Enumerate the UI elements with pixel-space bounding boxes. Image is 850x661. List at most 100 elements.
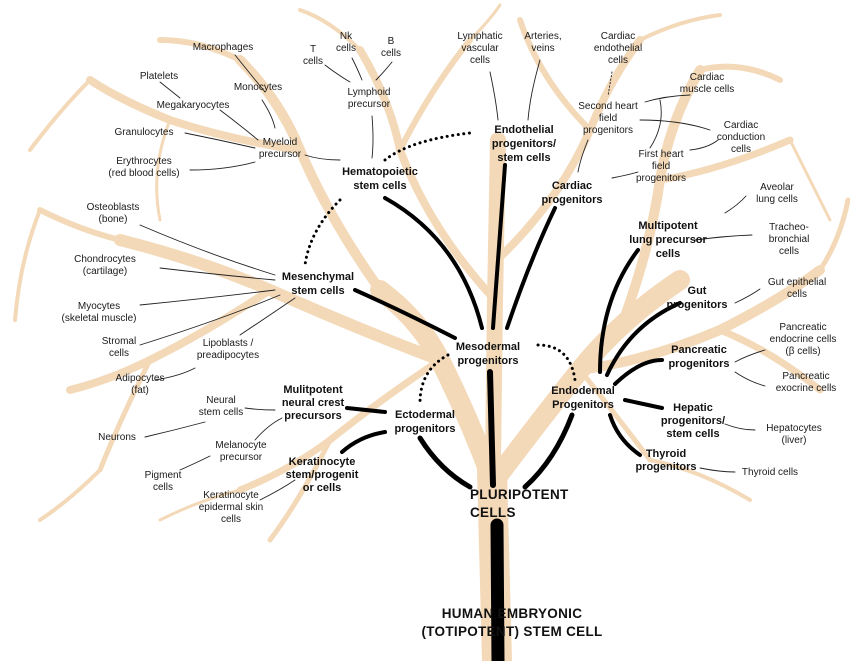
label-line: stem cells	[199, 407, 243, 418]
label-line: Thyroid cells	[742, 467, 798, 478]
label-line: bronchial	[769, 234, 810, 245]
label-line: First heart	[638, 149, 683, 160]
label-line: Progenitors	[552, 399, 614, 411]
label-line: cells	[731, 144, 751, 155]
mesodermal-to-cardiac-line	[505, 206, 557, 330]
tree-silhouette	[13, 3, 850, 661]
label-line: cells	[153, 482, 173, 493]
totipotent-label: HUMAN EMBRYONIC(TOTIPOTENT) STEM CELL	[421, 606, 602, 639]
adipocytes-label: Adipocytes(fat)	[116, 373, 165, 396]
label-line: Cardiac	[601, 31, 635, 42]
platelets-label: Platelets	[140, 71, 178, 82]
platelets-connector	[159, 81, 181, 99]
endodermal-to-thyroid-line	[608, 413, 642, 457]
mesodermal-to-endothelial-line	[491, 163, 507, 330]
label-line: progenitors	[636, 173, 686, 184]
neural-stem-connector	[244, 407, 276, 411]
label-line: Neural	[206, 395, 235, 406]
label-line: cells	[779, 246, 799, 257]
label-line: (TOTIPOTENT) STEM CELL	[421, 624, 602, 639]
label-line: endocrine cells	[770, 334, 837, 345]
hematopoietic-to-endothelial-dots	[383, 131, 472, 162]
neurons-label: Neurons	[98, 432, 136, 443]
cardiac-cross-connector-b	[689, 139, 719, 151]
mesodermal-to-endodermal-dots	[536, 343, 577, 382]
label-line: Adipocytes	[116, 373, 165, 384]
label-line: progenitors	[668, 358, 729, 370]
label-line: cells	[656, 248, 680, 260]
pancreatic-endocrine-connector	[734, 349, 766, 363]
cardiac-muscle-connector	[644, 94, 691, 103]
label-line: precursors	[284, 410, 341, 422]
label-line: Endothelial	[494, 124, 553, 136]
label-line: Mesodermal	[456, 341, 520, 353]
label-line: cells	[470, 55, 490, 66]
label-line: precursor	[348, 99, 391, 110]
myocytes-label: Myocytes(skeletal muscle)	[61, 301, 136, 324]
label-line: progenitors	[635, 461, 696, 473]
label-line: Mulitpotent	[283, 384, 343, 396]
label-line: cells	[787, 289, 807, 300]
label-line: endothelial	[594, 43, 642, 54]
label-line: Pancreatic	[779, 322, 826, 333]
label-line: CELLS	[470, 505, 516, 520]
label-line: Cardiac	[552, 180, 592, 192]
label-line: Tracheo-	[769, 222, 809, 233]
label-line: Lymphatic	[457, 31, 502, 42]
label-line: Arteries,	[524, 31, 561, 42]
aveolar-connector	[724, 195, 747, 214]
label-line: Aveolar	[760, 182, 794, 193]
pluripotent-to-mesodermal-line	[487, 369, 496, 488]
hematopoietic-to-mesenchymal-dots	[303, 198, 342, 267]
macrophages-connector	[234, 54, 266, 93]
thyroid-cells-connector	[699, 467, 736, 473]
label-line: Cardiac	[690, 72, 724, 83]
cell-labels: HUMAN EMBRYONIC(TOTIPOTENT) STEM CELL PL…	[61, 31, 836, 639]
label-line: (β cells)	[785, 346, 820, 357]
endodermal-to-lung-line	[598, 248, 640, 374]
osteoblasts-connector	[139, 224, 276, 276]
myocytes-connector	[139, 289, 276, 306]
label-line: (bone)	[99, 214, 128, 225]
myeloid-to-hsc-connector	[304, 154, 341, 161]
label-line: Megakaryocytes	[157, 100, 230, 111]
cardiac-conduction-connector	[639, 119, 711, 131]
ectodermal-to-neural-crest-line	[345, 406, 387, 414]
macrophages-label: Macrophages	[193, 42, 254, 53]
first-heart-field-connector	[611, 171, 639, 179]
monocytes-connector	[261, 99, 276, 129]
erythrocytes-label: Erythrocytes(red blood cells)	[108, 156, 179, 179]
adipocytes-connector	[154, 367, 196, 381]
label-line: or cells	[303, 482, 342, 494]
label-line: T	[310, 44, 316, 55]
label-line: Hepatic	[673, 402, 713, 414]
label-line: Pancreatic	[782, 371, 829, 382]
label-line: Thyroid	[646, 448, 686, 460]
melanocyte-connector	[254, 417, 283, 441]
label-line: Myocytes	[78, 301, 120, 312]
label-line: B	[388, 36, 395, 47]
thyroid-cells-label: Thyroid cells	[742, 467, 798, 478]
cardiac-cross-connector-a	[649, 99, 662, 149]
label-line: stem cells	[291, 285, 344, 297]
label-line: epidermal skin	[199, 502, 263, 513]
granulocytes-label: Granulocytes	[115, 127, 174, 138]
label-line: Lymphoid	[348, 87, 391, 98]
